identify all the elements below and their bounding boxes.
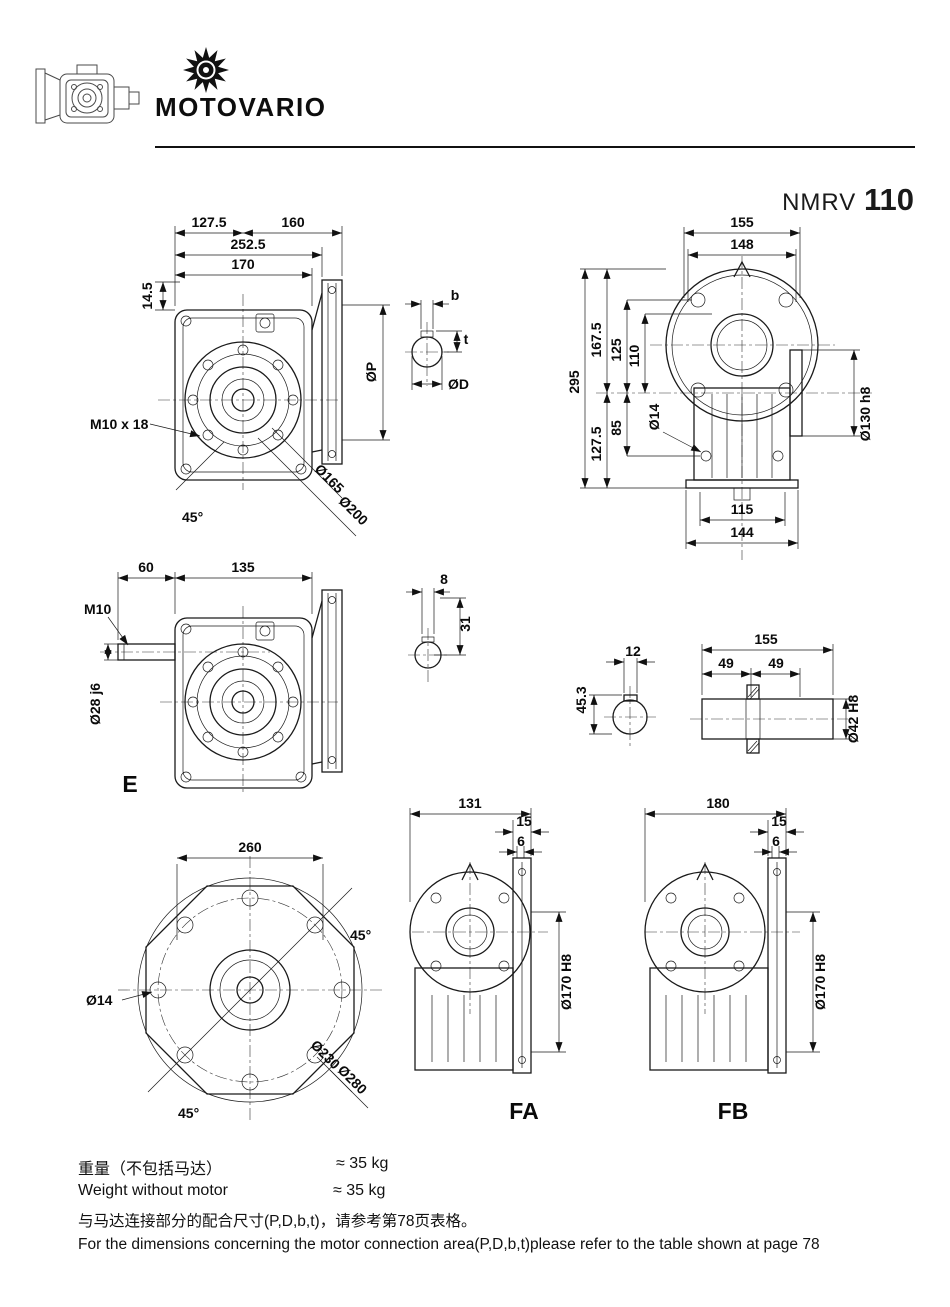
dim-side-h3: 125 [608, 338, 624, 362]
dim-flange-d1: Ø230 [308, 1037, 344, 1073]
dim-shaft2-k1: 12 [625, 643, 641, 659]
drawing-e-version: 60 135 M10 Ø28 j6 E 8 31 [84, 559, 473, 797]
dim-front-b: b [451, 287, 460, 303]
flange-octagon-outline [145, 885, 355, 1095]
dim-side-h6: 127.5 [588, 426, 604, 461]
dim-shaft2-w3: 49 [768, 655, 784, 671]
dim-front-w3: 252.5 [230, 236, 265, 252]
dim-e-k1: 8 [440, 571, 448, 587]
model-series: NMRV [782, 189, 857, 216]
dim-e-k2: 31 [457, 616, 473, 632]
weight-value-cn: ≈ 35 kg [336, 1155, 389, 1172]
dim-fb-bore: Ø170 H8 [812, 954, 828, 1010]
model-size: 110 [863, 182, 914, 217]
weight-line-cn: 重量（不包括马达） ≈ 35 kg [78, 1155, 478, 1179]
output-sleeve [701, 698, 834, 740]
dim-side-h2: 167.5 [588, 322, 604, 357]
dim-shaft2-w1: 155 [754, 631, 778, 647]
drawing-front-view: 127.5 160 252.5 170 14.5 M10 x 18 45° Ø1… [90, 214, 469, 537]
dim-fb-w1: 180 [706, 795, 730, 811]
dim-front-d1: Ø165 [312, 461, 348, 497]
e-version-label: E [122, 771, 137, 797]
breather-plug [255, 313, 275, 333]
dim-flange-d2: Ø280 [335, 1062, 371, 1098]
drawing-side-view: 155 148 295 167.5 125 110 85 127.5 Ø14 [566, 214, 873, 560]
fa-version-label: FA [509, 1098, 538, 1124]
dim-fb-w3: 6 [772, 833, 780, 849]
dim-e-thread: M10 [84, 601, 111, 617]
dim-front-thread: M10 x 18 [90, 416, 149, 432]
fa-output-flange-plate [512, 857, 532, 1074]
dim-fa-w3: 6 [517, 833, 525, 849]
dim-shaft2-bore: Ø42 H8 [845, 695, 861, 743]
dim-side-w3: 115 [731, 501, 754, 517]
dim-front-h1: 14.5 [139, 282, 155, 309]
dim-flange-hole: Ø14 [86, 992, 113, 1008]
connection-note-en: For the dimensions concerning the motor … [78, 1236, 820, 1253]
dim-front-angle: 45° [182, 509, 203, 525]
worm-shaft-extension [117, 643, 176, 661]
dim-side-bore: Ø130 h8 [857, 387, 873, 442]
dim-fa-bore: Ø170 H8 [558, 954, 574, 1010]
fb-version-label: FB [718, 1098, 749, 1124]
dim-side-h1: 295 [566, 370, 582, 394]
dim-side-w1: 155 [730, 214, 754, 230]
dim-side-h4: 110 [626, 344, 642, 367]
drawing-hollow-shaft: 12 45.3 155 49 49 [573, 631, 861, 754]
dim-flange-a1: 45° [350, 927, 371, 943]
weight-value-en: ≈ 35 kg [333, 1182, 386, 1199]
dim-fa-w2: 15 [516, 813, 532, 829]
dim-front-d: ØD [448, 376, 469, 392]
dim-front-p: ØP [363, 362, 379, 382]
dim-side-h5: 85 [608, 420, 624, 436]
fb-output-flange-plate [767, 857, 787, 1074]
dim-side-w2: 148 [730, 236, 754, 252]
dim-e-w2: 135 [231, 559, 255, 575]
technical-drawings: 127.5 160 252.5 170 14.5 M10 x 18 45° Ø1… [84, 214, 873, 1124]
dim-flange-a2: 45° [178, 1105, 199, 1121]
dim-front-w1: 127.5 [191, 214, 226, 230]
drawing-fb-version: 180 15 6 Ø170 H8 FB [644, 795, 828, 1124]
dim-front-w2: 160 [281, 214, 305, 230]
model-title: NMRV 110 [782, 182, 914, 218]
dim-shaft2-w2: 49 [718, 655, 734, 671]
output-boss-circle [184, 341, 302, 459]
dim-fa-w1: 131 [458, 795, 482, 811]
dim-e-shaft: Ø28 j6 [87, 683, 103, 725]
dim-flange-w1: 260 [238, 839, 262, 855]
motovario-star-icon [183, 47, 229, 93]
dim-side-hole: Ø14 [646, 404, 662, 431]
gearbox-thumbnail-image [35, 64, 140, 124]
dim-shaft2-k2: 45.3 [573, 686, 589, 713]
dim-e-w1: 60 [138, 559, 154, 575]
weight-label-en: Weight without motor [78, 1182, 228, 1199]
dim-front-t: t [464, 331, 469, 347]
header-divider [155, 146, 915, 148]
brand-wordmark: MOTOVARIO [155, 92, 327, 122]
connection-note-cn: 与马达连接部分的配合尺寸(P,D,b,t)，请参考第78页表格。 [78, 1213, 477, 1230]
dim-side-w4: 144 [730, 524, 754, 540]
drawing-flange-view: 260 45° 45° Ø14 Ø230 Ø280 [86, 839, 382, 1122]
dim-front-d2: Ø200 [336, 493, 372, 529]
output-bore-boss [789, 349, 803, 437]
motor-flange-plate [321, 279, 343, 465]
dim-front-w4: 170 [231, 256, 255, 272]
dim-fb-w2: 15 [771, 813, 787, 829]
weight-line-en: Weight without motor ≈ 35 kg [78, 1182, 478, 1200]
weight-label-cn: 重量（不包括马达） [78, 1161, 223, 1178]
drawing-fa-version: 131 15 6 Ø170 H8 FA [409, 795, 574, 1124]
